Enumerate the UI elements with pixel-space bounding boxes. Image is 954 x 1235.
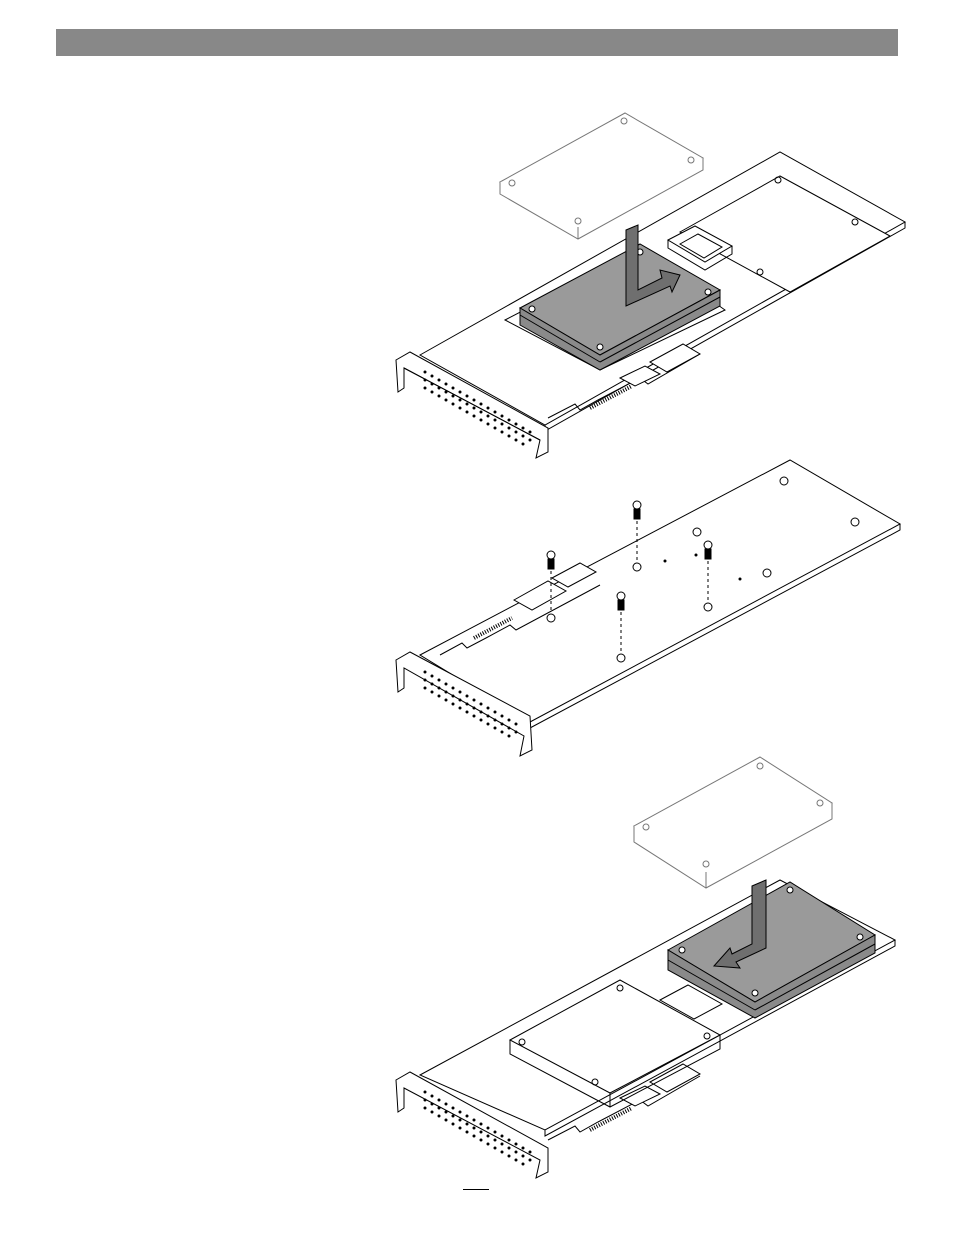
page-number-rule bbox=[463, 1189, 489, 1190]
ghost-drive-bottom bbox=[634, 757, 832, 888]
